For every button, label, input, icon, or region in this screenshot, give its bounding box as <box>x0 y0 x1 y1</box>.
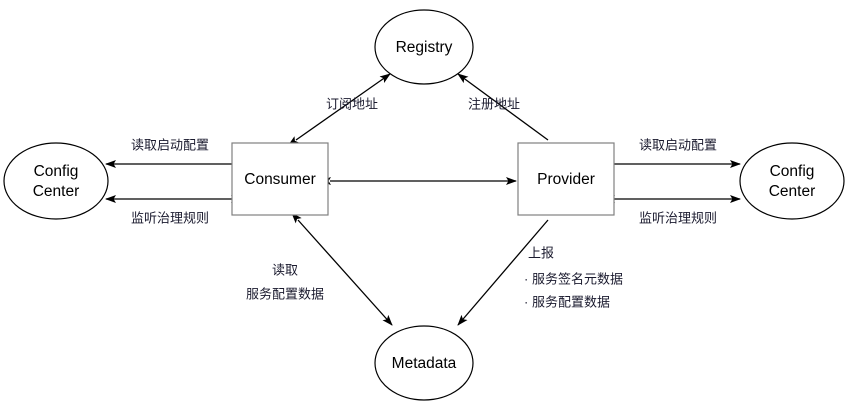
edge-label-consumer-config-bottom: 监听治理规则 <box>131 210 209 225</box>
edge-label-provider-config-top: 读取启动配置 <box>639 137 717 152</box>
edge-provider-metadata <box>457 219 549 326</box>
config-center-right-label-line2: Center <box>769 183 816 200</box>
edge-label-consumer-metadata-line2: 服务配置数据 <box>246 286 324 301</box>
edge-consumer-registry <box>287 73 391 146</box>
edge-label-provider-registry: 注册地址 <box>468 96 520 111</box>
provider-label: Provider <box>537 171 595 188</box>
registry-ellipse <box>374 9 474 85</box>
consumer-label: Consumer <box>244 171 316 188</box>
config-center-right-label-line1: Config <box>770 163 815 180</box>
node-registry[interactable]: Registry <box>374 9 474 85</box>
config-center-left-ellipse <box>3 142 109 220</box>
config-center-left-label-line1: Config <box>34 163 79 180</box>
node-metadata[interactable]: Metadata <box>374 325 474 401</box>
metadata-label: Metadata <box>392 355 457 372</box>
edge-label-provider-metadata-line2: · 服务签名元数据 <box>524 271 623 286</box>
edge-consumer-metadata <box>291 212 393 326</box>
edge-label-provider-metadata-line3: · 服务配置数据 <box>524 294 610 309</box>
node-consumer[interactable]: Consumer <box>231 142 329 216</box>
node-config-center-left[interactable]: Config Center <box>3 142 109 220</box>
edge-label-consumer-registry: 订阅地址 <box>326 96 378 111</box>
edge-label-provider-config-bottom: 监听治理规则 <box>639 210 717 225</box>
registry-label: Registry <box>396 39 453 56</box>
node-config-center-right[interactable]: Config Center <box>739 142 845 220</box>
node-provider[interactable]: Provider <box>517 142 615 216</box>
edge-label-consumer-config-top: 读取启动配置 <box>131 137 209 152</box>
config-center-left-label-line2: Center <box>33 183 80 200</box>
edge-label-consumer-metadata-line1: 读取 <box>272 262 298 277</box>
edge-provider-registry <box>457 73 549 141</box>
metadata-ellipse <box>374 325 474 401</box>
config-center-right-ellipse <box>739 142 845 220</box>
provider-box <box>517 142 615 216</box>
edge-label-provider-metadata-line1: 上报 <box>528 245 554 260</box>
consumer-box <box>231 142 329 216</box>
